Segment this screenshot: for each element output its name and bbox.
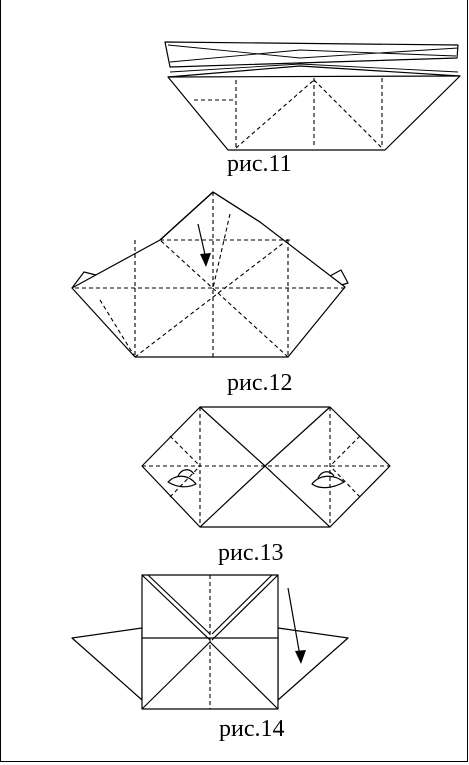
caption-figure-12: рис.12	[227, 370, 293, 396]
frame-left-border	[0, 0, 1, 762]
figure-14-crease-lines	[141, 574, 279, 710]
caption-figure-13: рис.13	[218, 540, 284, 566]
frame-right-border	[467, 0, 468, 762]
figure-12-arrow-icon	[197, 223, 211, 267]
figure-12-outline	[71, 191, 346, 358]
figure-14-side-flaps	[71, 627, 349, 701]
frame-bottom-border	[0, 761, 468, 762]
figure-11-back-flap	[164, 41, 459, 68]
figure-13-right-fold-mark-icon	[311, 471, 345, 489]
figure-13-fold-lines	[142, 407, 390, 527]
caption-figure-14: рис.14	[219, 716, 285, 742]
figure-14-arrow-icon	[287, 587, 306, 664]
figure-12-fold-lines	[75, 192, 345, 358]
figure-11-fold-lines	[194, 78, 383, 149]
figure-13-left-fold-mark-icon	[167, 469, 197, 488]
figure-13-crease-lines	[199, 406, 331, 528]
caption-figure-11: рис.11	[227, 151, 292, 177]
